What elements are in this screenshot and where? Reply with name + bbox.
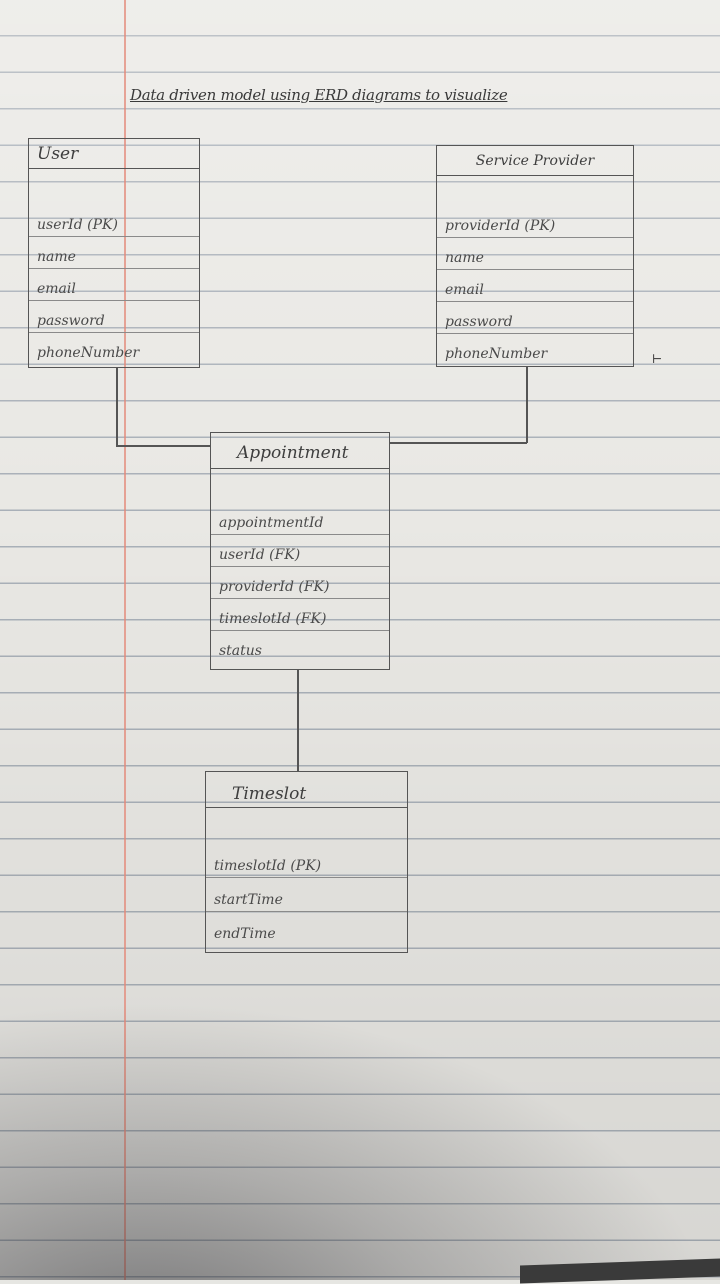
attribute: providerId (FK)	[211, 567, 389, 599]
attribute: name	[29, 237, 199, 269]
attribute: endTime	[214, 926, 276, 942]
entity-appointment-name: Appointment	[211, 433, 389, 469]
attribute: startTime	[206, 880, 407, 912]
margin-line	[124, 0, 126, 1280]
entity-appointment: Appointment appointmentId userId (FK) pr…	[210, 432, 390, 670]
attribute: email	[29, 269, 199, 301]
entity-timeslot-name: Timeslot	[206, 772, 407, 808]
attribute: email	[437, 270, 633, 302]
connector-user-appointment-vertical	[116, 368, 118, 446]
diagram-title: Data driven model using ERD diagrams to …	[130, 86, 508, 104]
attribute: name	[437, 238, 633, 270]
attribute: userId (FK)	[211, 535, 389, 567]
attribute: password	[29, 301, 199, 333]
shadow-overlay	[0, 1000, 720, 1280]
attribute: timeslotId (FK)	[211, 599, 389, 631]
attribute: providerId (PK)	[437, 206, 633, 238]
attribute: userId (PK)	[29, 205, 199, 237]
entity-user: User userId (PK) name email password pho…	[28, 138, 200, 368]
connector-user-appointment-horizontal	[116, 445, 211, 447]
entity-user-name: User	[29, 139, 199, 169]
entity-service-provider: Service Provider providerId (PK) name em…	[436, 145, 634, 367]
pencil-mark: ⊢	[652, 352, 663, 366]
attribute: appointmentId	[211, 503, 389, 535]
attribute: phoneNumber	[37, 345, 140, 361]
attribute: password	[437, 302, 633, 334]
attribute: status	[219, 643, 262, 659]
connector-appointment-timeslot	[297, 670, 299, 771]
entity-service-provider-name: Service Provider	[437, 146, 633, 176]
attribute: phoneNumber	[445, 346, 548, 362]
connector-provider-appointment-horizontal	[390, 442, 527, 444]
connector-provider-appointment-vertical	[526, 367, 528, 443]
attribute: timeslotId (PK)	[206, 846, 407, 878]
entity-timeslot: Timeslot timeslotId (PK) startTime endTi…	[205, 771, 408, 953]
